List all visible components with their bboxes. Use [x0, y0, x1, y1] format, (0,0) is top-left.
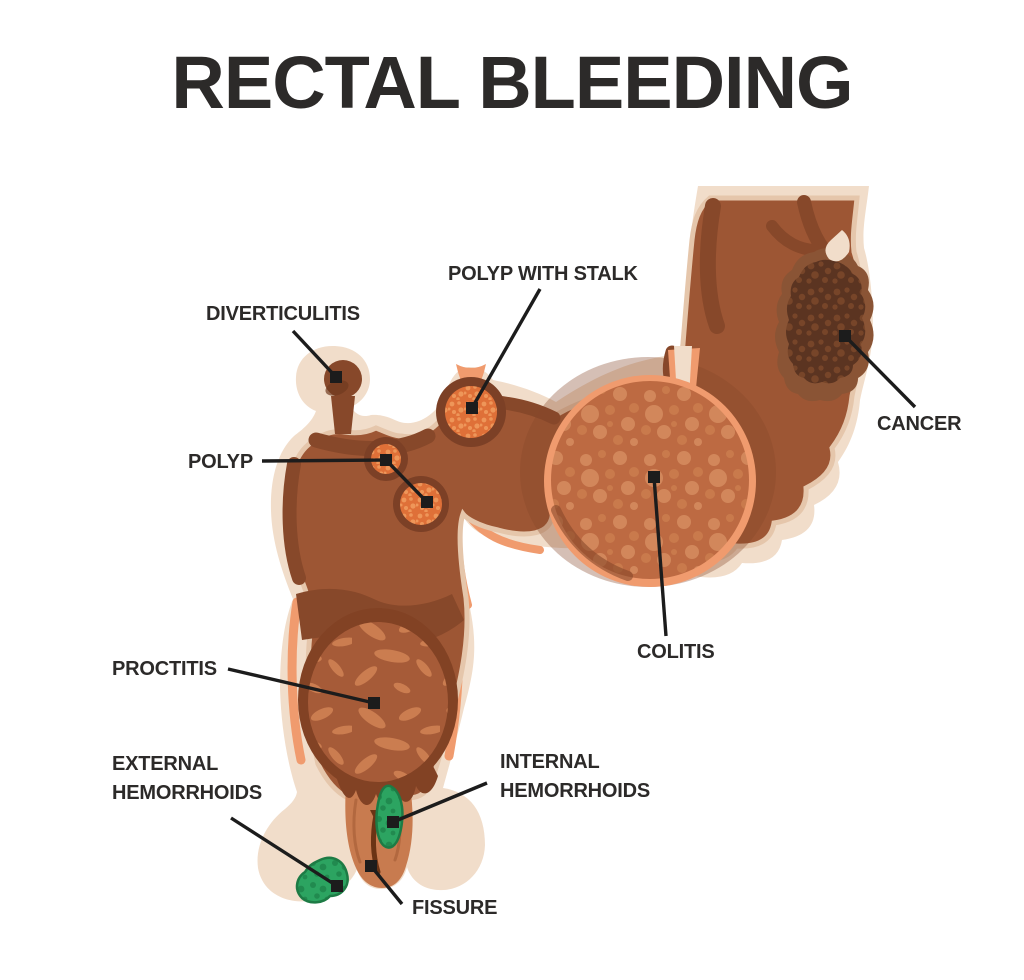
polyp-with-stalk-label: POLYP WITH STALK — [448, 263, 638, 285]
polyp-with-stalk-marker — [466, 402, 478, 414]
cancer-leader-line — [843, 334, 917, 409]
external-hemorrhoids-label: EXTERNAL HEMORRHOIDS — [112, 750, 262, 808]
fissure-marker — [365, 860, 377, 872]
polyp-small-marker — [380, 454, 392, 466]
polyp-large-marker — [421, 496, 433, 508]
shading-descending-left — [699, 198, 725, 334]
external-hemorrhoids-label-line2: HEMORRHOIDS — [112, 782, 263, 804]
shading-waist-fold — [766, 220, 822, 256]
proctitis-marker — [368, 697, 380, 709]
proctitis-leader-line — [227, 667, 375, 705]
leader-markers — [330, 330, 851, 892]
fissure-label: FISSURE — [412, 897, 498, 919]
internal-hemorrhoids-leader-line — [392, 781, 488, 824]
external-hemorrhoids-label-line1: EXTERNAL — [112, 753, 219, 775]
external-hemorrhoids-marker — [331, 880, 343, 892]
diverticulitis-label: DIVERTICULITIS — [206, 303, 360, 325]
shading-left-bend — [282, 457, 306, 585]
fissure-leader-line — [369, 864, 404, 906]
colitis-leader-line — [652, 476, 668, 637]
proctitis-label: PROCTITIS — [112, 658, 217, 680]
anal-canal-streak-left — [352, 798, 362, 864]
diverticulitis-leader-line — [291, 329, 338, 379]
leader-lines — [227, 288, 917, 906]
internal-hemorrhoids-marker — [387, 816, 399, 828]
internal-hemorrhoids-label: INTERNAL HEMORRHOIDS — [500, 748, 650, 806]
internal-hemorrhoids-label-line1: INTERNAL — [500, 751, 600, 773]
polyp-label: POLYP — [188, 451, 253, 473]
colitis-label: COLITIS — [637, 641, 715, 663]
diverticulitis-marker — [330, 371, 342, 383]
cancer-label: CANCER — [877, 413, 962, 435]
colitis-rim-shade — [551, 505, 633, 581]
cancer-tumor — [786, 259, 866, 384]
rectum-lining-left — [287, 597, 306, 765]
internal-hemorrhoids-label-line2: HEMORRHOIDS — [500, 780, 651, 802]
diverticulum-neck — [331, 396, 355, 434]
external-hemorrhoids-leader-line — [230, 816, 338, 888]
diverticulum-shadow — [325, 380, 349, 396]
colitis-marker — [648, 471, 660, 483]
wall-fold-above-cancer — [825, 230, 850, 262]
page-title: RECTAL BLEEDING — [171, 41, 853, 124]
polyp-with-stalk-leader-line — [470, 288, 542, 409]
cancer-marker — [839, 330, 851, 342]
